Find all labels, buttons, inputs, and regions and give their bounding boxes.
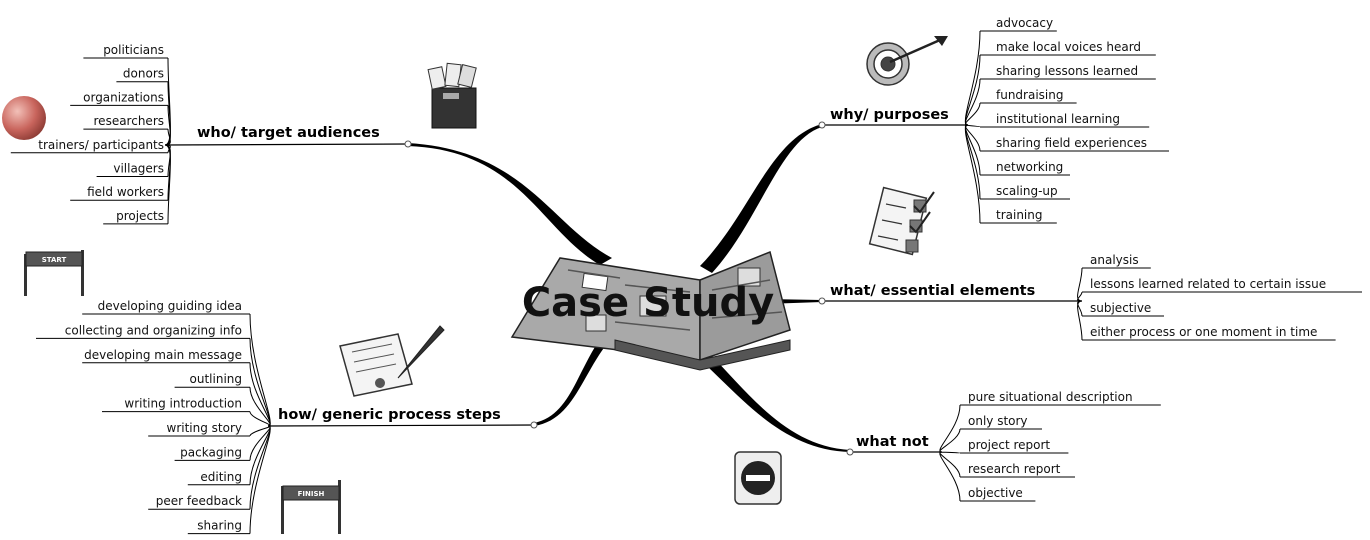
leaf-item-what: analysis	[1090, 253, 1139, 267]
leaf-connector	[940, 452, 960, 477]
checklist-icon	[870, 188, 934, 255]
leaf-item-how: writing introduction	[124, 397, 242, 411]
branch-how: how/ generic process steps START FINISH	[24, 250, 537, 534]
leaf-item-why: make local voices heard	[996, 40, 1141, 54]
leaf-item-why: sharing field experiences	[996, 136, 1147, 150]
leaf-item-how: editing	[200, 470, 242, 484]
leaf-item-whatnot: research report	[968, 462, 1061, 476]
leaf-item-who: donors	[123, 67, 164, 81]
sphere-ball-icon	[2, 96, 46, 140]
branch-line-how	[534, 342, 606, 426]
leaf-item-who: researchers	[94, 114, 164, 128]
leaf-connector	[250, 363, 270, 426]
start-flag-icon: START	[24, 250, 84, 296]
branch-label-what: what/ essential elements	[830, 283, 1035, 299]
leaf-item-how: writing story	[167, 421, 243, 435]
leaf-item-whatnot: pure situational description	[968, 390, 1133, 404]
leaf-item-who: politicians	[103, 43, 164, 57]
leaf-item-why: sharing lessons learned	[996, 64, 1138, 78]
leaf-item-why: institutional learning	[996, 112, 1120, 126]
target-icon	[867, 36, 948, 85]
leaf-item-what: either process or one moment in time	[1090, 325, 1317, 339]
leaf-connector	[250, 426, 270, 436]
leaf-connector	[940, 452, 960, 501]
leaf-item-how: outlining	[190, 372, 242, 386]
leaf-item-who: projects	[116, 209, 164, 223]
mailbox-icon	[428, 63, 476, 128]
leaf-connector	[165, 58, 170, 145]
leaf-item-what: lessons learned related to certain issue	[1090, 277, 1326, 291]
leaf-item-why: networking	[996, 160, 1063, 174]
branch-whatnot: what not	[735, 405, 1161, 504]
leaf-item-who: villagers	[113, 162, 164, 176]
leaf-item-how: collecting and organizing info	[65, 323, 242, 337]
leaf-item-whatnot: only story	[968, 414, 1028, 428]
branch-line-why	[700, 124, 822, 273]
finish-flag-icon: FINISH	[281, 480, 341, 534]
leaf-item-whatnot: objective	[968, 486, 1023, 500]
leaf-texts: politicians donors organizations researcher…	[38, 16, 1326, 533]
branch-label-whatnot: what not	[856, 434, 929, 450]
leaf-item-who: field workers	[87, 185, 164, 199]
branch-label-who: who/ target audiences	[197, 125, 380, 141]
leaf-item-whatnot: project report	[968, 438, 1050, 452]
leaf-item-how: developing guiding idea	[98, 299, 242, 313]
leaf-connector	[250, 426, 270, 485]
leaf-connector	[940, 405, 960, 452]
leaf-item-who: organizations	[83, 90, 164, 104]
leaf-item-what: subjective	[1090, 301, 1151, 315]
leaf-item-why: training	[996, 208, 1043, 222]
leaf-item-why: fundraising	[996, 88, 1063, 102]
leaf-connector	[250, 314, 270, 426]
leaf-connector	[1078, 301, 1082, 340]
document-quill-icon	[340, 326, 444, 396]
no-entry-icon	[735, 452, 781, 504]
finish-sign-text: FINISH	[298, 490, 325, 498]
leaf-connector	[965, 55, 980, 125]
leaf-connector	[250, 426, 270, 534]
start-sign-text: START	[42, 256, 67, 264]
branch-label-why: why/ purposes	[830, 107, 949, 123]
leaf-item-how: developing main message	[84, 348, 242, 362]
branch-why: why/ purposes	[819, 31, 1169, 223]
branch-line-who	[408, 143, 612, 265]
leaf-item-why: scaling-up	[996, 184, 1058, 198]
leaf-item-who: trainers/ participants	[38, 138, 164, 152]
central-topic: Case Study	[512, 252, 790, 370]
leaf-item-how: sharing	[197, 519, 242, 533]
central-topic-label: Case Study	[522, 280, 774, 326]
branch-label-how: how/ generic process steps	[278, 407, 501, 423]
leaf-item-why: advocacy	[996, 16, 1053, 30]
leaf-item-how: packaging	[180, 445, 242, 459]
leaf-connector	[940, 452, 960, 453]
leaf-item-how: peer feedback	[156, 494, 242, 508]
